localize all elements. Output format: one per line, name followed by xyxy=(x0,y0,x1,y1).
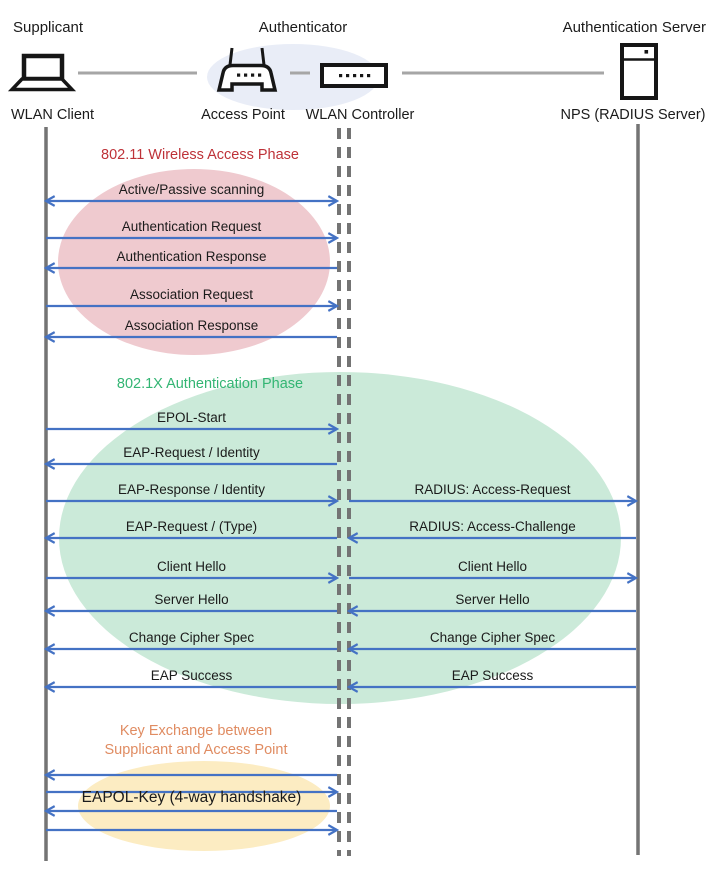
message-label: Client Hello xyxy=(156,559,227,574)
message-label: EAP Success xyxy=(451,668,534,683)
wlan-controller-icon xyxy=(320,63,388,88)
message-label: EAP-Response / Identity xyxy=(117,482,266,497)
message-label: Server Hello xyxy=(154,592,229,607)
message-label: EAP Success xyxy=(150,668,233,683)
device-label-nps: NPS (RADIUS Server) xyxy=(560,107,706,123)
message-label: Change Cipher Spec xyxy=(128,630,255,645)
authenticator-group-ellipse xyxy=(207,44,379,110)
device-label-wlan-controller: WLAN Controller xyxy=(305,107,415,123)
role-label-supplicant: Supplicant xyxy=(13,19,84,36)
laptop-icon xyxy=(7,53,77,92)
message-label: Association Response xyxy=(124,318,259,333)
message-label: Server Hello xyxy=(455,592,530,607)
device-label-access-point: Access Point xyxy=(201,107,285,123)
message-label: EPOL-Start xyxy=(156,410,227,425)
message-label: EAPOL-Key (4-way handshake) xyxy=(81,789,302,806)
message-label: EAP-Request / (Type) xyxy=(125,519,258,534)
role-label-authenticator: Authenticator xyxy=(258,19,348,36)
messages-layer xyxy=(46,201,636,830)
phase1-title: 802.11 Wireless Access Phase xyxy=(101,147,299,163)
phase3-title-line2: Supplicant and Access Point xyxy=(104,742,288,758)
message-label: RADIUS: Access-Request xyxy=(414,482,571,497)
message-label: Authentication Response xyxy=(116,249,267,264)
phase1-ellipse xyxy=(58,169,330,355)
phase3-ellipse xyxy=(78,761,330,851)
message-label: RADIUS: Access-Challenge xyxy=(409,519,576,534)
phase3-title-line1: Key Exchange between xyxy=(119,723,273,739)
message-label: Association Request xyxy=(129,287,254,302)
lifelines xyxy=(44,124,640,861)
message-label: Active/Passive scanning xyxy=(118,182,265,197)
phase2-title: 802.1X Authentication Phase xyxy=(116,376,304,392)
message-label: Authentication Request xyxy=(121,219,262,234)
role-label-authentication-server: Authentication Server xyxy=(562,19,706,36)
server-icon xyxy=(620,43,658,100)
message-label: EAP-Request / Identity xyxy=(123,445,260,460)
message-label: Change Cipher Spec xyxy=(429,630,556,645)
access-point-icon xyxy=(216,47,278,92)
message-label: Client Hello xyxy=(457,559,528,574)
device-label-wlan-client: WLAN Client xyxy=(11,107,94,123)
